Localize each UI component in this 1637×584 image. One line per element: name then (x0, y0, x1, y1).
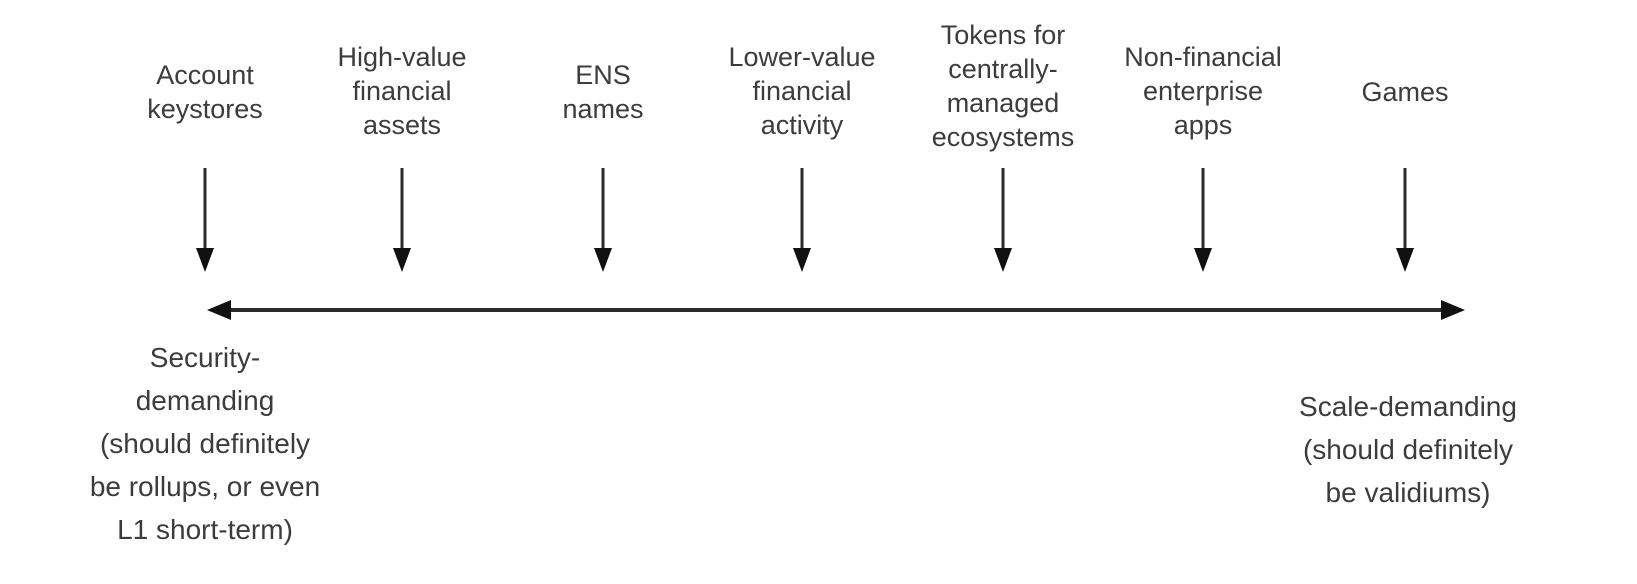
spectrum-axis-double-arrow-icon (205, 292, 1467, 333)
down-arrow-icon-5 (991, 168, 1015, 279)
category-label-games: Games (1361, 77, 1449, 107)
down-arrow-icon-6 (1191, 168, 1215, 279)
caption-security-demanding: Security- demanding (should definitely b… (89, 342, 321, 545)
category-label-non-financial-enterprise-apps: Non-financial enterprise apps (1124, 42, 1282, 140)
category-label-lower-value-financial-activity: Lower-value financial activity (728, 42, 876, 140)
category-label-account-keystores: Account keystores (147, 60, 263, 124)
down-arrow-icon-1 (193, 168, 217, 279)
down-arrow-icon-3 (591, 168, 615, 279)
category-label-ens-names: ENS names (562, 60, 644, 124)
down-arrow-icon-7 (1393, 168, 1417, 279)
down-arrow-icon-2 (390, 168, 414, 279)
caption-scale-demanding: Scale-demanding (should definitely be va… (1299, 391, 1517, 508)
category-label-high-value-financial-assets: High-value financial assets (337, 42, 467, 140)
category-label-tokens-centrally-managed-ecosystems: Tokens for centrally- managed ecosystems (931, 20, 1075, 152)
down-arrow-icon-4 (790, 168, 814, 279)
